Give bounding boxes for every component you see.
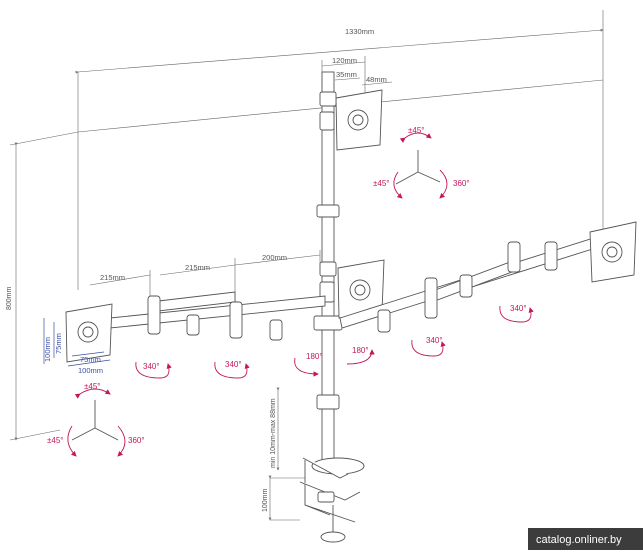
center-right-label: 180° [352,346,369,355]
top-rotate-label: 360° [453,179,470,188]
dimension-frame [9,10,604,521]
joint-rotation-arrows [135,305,534,379]
vesa-dimensions [43,318,111,367]
vesa-outer-horizontal-label: 100mm [78,366,103,375]
top-inner-label: 35mm [336,70,357,79]
arm-left-inner-label: 340° [225,360,242,369]
arm-right-inner-label: 340° [426,336,443,345]
top-swivel-label: ±45° [373,179,390,188]
arm-segment-2-label: 215mm [185,263,210,272]
total-width-label: 1330mm [345,27,374,36]
top-rotation-symbol [395,150,441,185]
vesa-inner-vertical-label: 75mm [54,333,63,354]
arm-right-outer-label: 340° [510,304,527,313]
left-tilt-label: ±45° [84,382,101,391]
vesa-outer-vertical-label: 100mm [43,337,52,362]
center-left-label: 180° [306,352,323,361]
top-rotation-arrows [393,132,448,199]
clamp-range-label: min 10mm-max 88mm [270,398,277,468]
arm-segment-3-label: 200mm [262,253,287,262]
left-rotation-arrows [67,388,126,457]
left-rotate-label: 360° [128,436,145,445]
left-swivel-label: ±45° [47,436,64,445]
desk-clamp [299,457,365,543]
right-arm [339,235,603,333]
right-monitor-plate [589,221,637,283]
watermark-badge: catalog.onliner.by [528,528,643,550]
center-monitor-plate [319,259,385,319]
clamp-depth-label: 100mm [262,488,269,512]
watermark-text: catalog.onliner.by [536,534,622,546]
top-monitor-plate [319,89,383,151]
left-rotation-symbol [71,400,119,441]
total-height-label: 800mm [6,286,13,310]
top-width-label: 120mm [332,56,357,65]
arm-segment-1-label: 215mm [100,273,125,282]
arm-left-outer-label: 340° [143,362,160,371]
top-arm-label: 48mm [366,75,387,84]
left-monitor-plate [65,303,113,363]
vesa-inner-horizontal-label: 75mm [80,355,101,364]
top-tilt-label: ±45° [408,126,425,135]
left-arm [109,291,326,341]
